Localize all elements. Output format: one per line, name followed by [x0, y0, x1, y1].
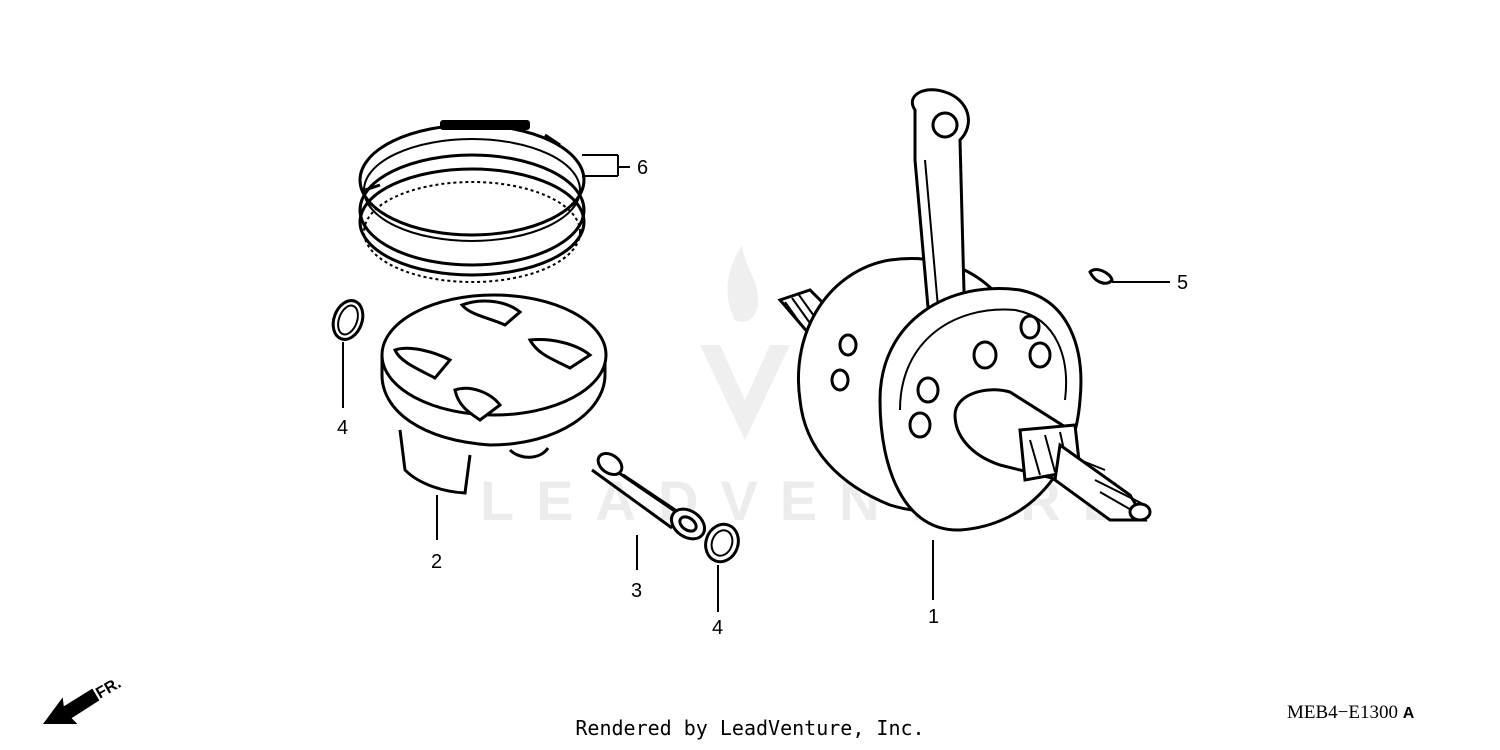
- piston: [380, 293, 608, 495]
- piston-pin-clip-left: [331, 299, 365, 341]
- diagram-code-text: MEB4−E1300: [1287, 702, 1398, 723]
- crankshaft-assembly: [777, 88, 1152, 532]
- front-direction-arrow-icon: [43, 688, 100, 724]
- callout-6: 6: [637, 157, 649, 179]
- diagram-code-suffix: A: [1402, 705, 1415, 722]
- callout-6-leader: [582, 154, 630, 177]
- piston-pin-clip-right: [704, 522, 740, 564]
- callout-4-left: 4: [337, 417, 349, 439]
- woodruff-key: [1088, 268, 1114, 285]
- callout-3: 3: [631, 580, 643, 602]
- piston-pin: [591, 452, 707, 541]
- leadventure-logo-watermark: [700, 245, 790, 440]
- callout-4-right: 4: [712, 617, 724, 639]
- callout-5: 5: [1177, 272, 1189, 294]
- rendered-by-footer: Rendered by LeadVenture, Inc.: [575, 716, 925, 740]
- diagram-code: MEB4−E1300 A: [1287, 702, 1414, 724]
- piston-rings: [358, 120, 586, 283]
- callout-1: 1: [928, 606, 940, 628]
- callout-2: 2: [431, 551, 443, 573]
